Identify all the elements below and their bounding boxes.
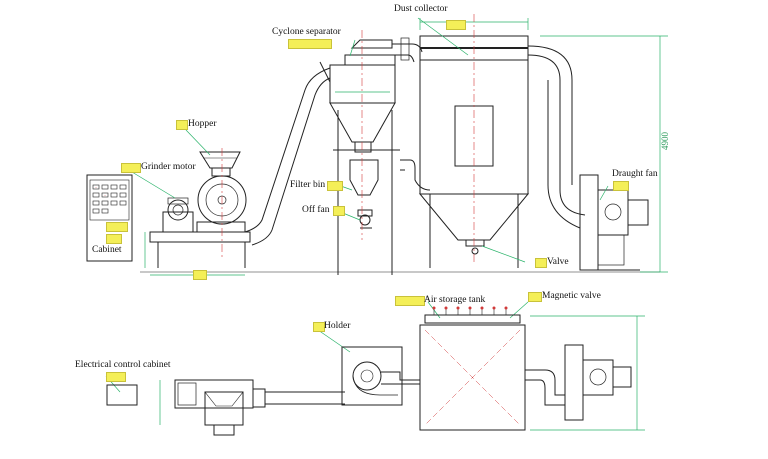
tag-base-width (193, 270, 207, 280)
overall-height-dimension: 4900 (660, 132, 670, 150)
cyclone-separator (329, 37, 423, 275)
label-air-storage-tank: Air storage tank (424, 295, 486, 305)
label-electrical-control-cabinet: Electrical control cabinet (75, 360, 171, 370)
label-valve: Valve (547, 257, 569, 267)
tag-electrical-cabinet (106, 372, 126, 382)
dust-collector (400, 35, 530, 268)
tag-filter-bin (327, 181, 343, 191)
tag-valve (535, 258, 547, 268)
label-cyclone-separator: Cyclone separator (272, 27, 341, 37)
label-dust-collector: Dust collector (394, 4, 448, 14)
tag-holder (313, 322, 325, 332)
label-hopper: Hopper (188, 119, 217, 129)
grinder-assembly (149, 151, 251, 268)
label-magnetic-valve: Magnetic valve (542, 291, 601, 301)
label-grinder-motor: Grinder motor (141, 162, 196, 172)
tag-off-fan (333, 206, 345, 216)
conveying-pipe (244, 61, 331, 246)
plan-pipe (252, 388, 345, 408)
dimension-lines-top (144, 18, 668, 276)
dimension-lines-bottom (530, 315, 645, 431)
plan-fan (525, 344, 632, 421)
tag-cyclone (288, 39, 332, 49)
tag-draught-fan (613, 181, 629, 191)
label-filter-bin: Filter bin (290, 180, 326, 190)
plan-control-cabinet (106, 384, 138, 406)
tag-magnetic-valve (528, 292, 542, 302)
plan-dust-collector (419, 306, 526, 431)
leader-lines (105, 17, 609, 393)
label-off-fan: Off fan (302, 205, 330, 215)
center-lines (221, 14, 475, 262)
label-draught-fan: Draught fan (612, 169, 658, 179)
tag-air-tank (395, 296, 425, 306)
tag-hopper (176, 120, 188, 130)
plan-grinder (159, 379, 254, 436)
control-cabinet (86, 174, 133, 262)
label-cabinet: Cabinet (92, 245, 122, 255)
tag-dust-collector (446, 20, 466, 30)
plan-cyclone-holder (341, 346, 420, 406)
tag-grinder-motor (121, 163, 141, 173)
tag-cabinet-2 (106, 234, 122, 244)
duct-to-fan (527, 45, 586, 229)
tag-cabinet-1 (106, 222, 128, 232)
label-holder: Holder (324, 321, 351, 331)
